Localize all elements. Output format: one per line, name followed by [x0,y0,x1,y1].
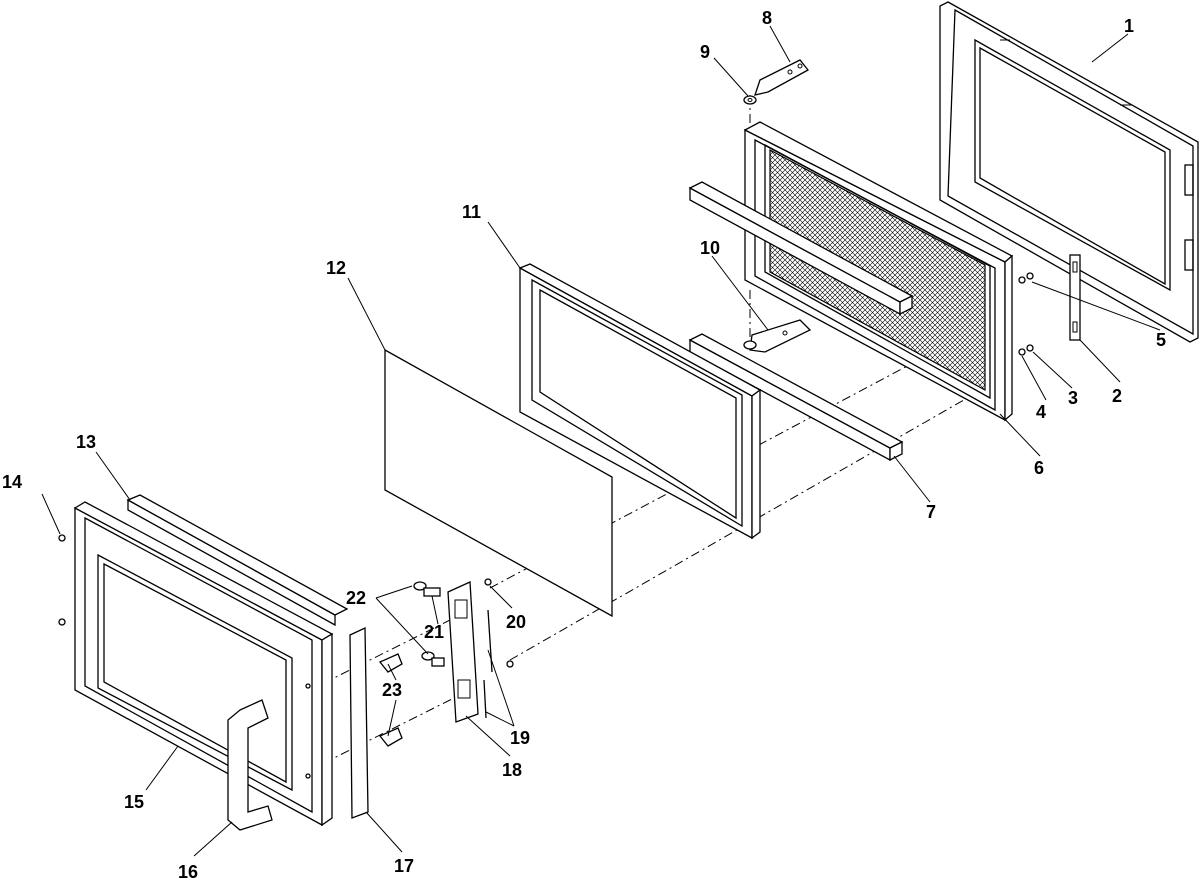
leader-lines [41,25,1161,857]
part-11-door-frame [518,263,762,540]
part-14-screws [58,534,66,626]
label-2: 2 [1112,386,1122,406]
label-1: 1 [1124,16,1134,36]
label-5: 5 [1156,330,1166,350]
part-13-top-strip [126,494,349,627]
label-4: 4 [1036,402,1046,422]
part-15-front-door [73,501,334,827]
label-19: 19 [510,728,530,748]
part-19-springs [483,609,493,719]
label-10: 10 [700,238,720,258]
label-20: 20 [506,612,526,632]
label-8: 8 [762,8,772,28]
label-22: 22 [346,588,366,608]
part-20-screw [484,578,514,668]
label-14: 14 [2,472,22,492]
part-17-side-strip [349,626,369,819]
part-2-strip [1069,254,1081,341]
label-7: 7 [926,502,936,522]
label-12: 12 [326,258,346,278]
part-10-hinge-lower [743,319,812,353]
label-3: 3 [1068,388,1078,408]
label-6: 6 [1034,458,1044,478]
label-11: 11 [462,202,481,222]
part-12-glass-sheet [384,348,613,618]
part-16-handle [227,683,311,831]
label-18: 18 [502,760,522,780]
part-18-latch-bracket [447,581,479,723]
label-15: 15 [124,792,144,812]
part-7-rail-lower [688,333,904,462]
label-23: 23 [382,680,402,700]
part-23-latch-hooks [378,653,403,747]
part-6-inner-panel [743,121,1014,422]
part-1-outer-frame [939,1,1199,343]
label-16: 16 [178,862,198,882]
part-number-labels: 1 2 3 4 5 6 7 8 9 10 11 12 13 14 15 16 1… [2,8,1166,882]
part-7-rail-upper [688,181,914,316]
part-3-4-5-screws [1018,272,1034,356]
part-21-22-pins [413,581,445,667]
part-8-hinge-upper [754,59,809,96]
part-9-washer [743,95,757,105]
label-21: 21 [424,622,444,642]
label-13: 13 [76,432,96,452]
label-17: 17 [394,856,414,876]
label-9: 9 [700,42,710,62]
